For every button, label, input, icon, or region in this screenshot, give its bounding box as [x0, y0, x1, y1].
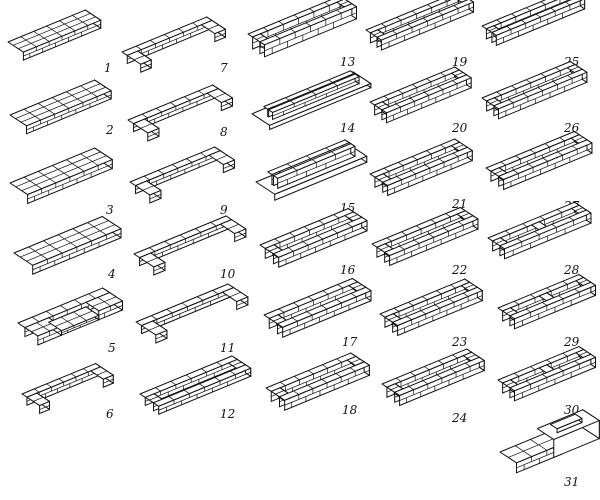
figure-20: 20	[369, 66, 472, 135]
figure-23: 23	[379, 278, 483, 349]
figure-label: 6	[106, 407, 114, 421]
figure-label: 22	[451, 263, 467, 277]
figure-label: 9	[220, 203, 228, 217]
figure-label: 31	[564, 475, 579, 489]
figure-label: 26	[563, 121, 580, 135]
figure-label: 18	[342, 403, 358, 417]
figure-label: 5	[108, 341, 116, 355]
figure-30: 30	[497, 345, 596, 417]
figure-label: 3	[106, 203, 114, 217]
figure-21: 21	[369, 138, 473, 211]
figure-label: 14	[340, 121, 355, 135]
figure-22: 22	[371, 206, 479, 277]
figure-label: 28	[563, 263, 580, 277]
figure-12: 12	[139, 355, 252, 421]
figure-25: 25	[481, 0, 586, 69]
figure-31: 31	[499, 408, 600, 489]
figure-label: 29	[563, 335, 580, 349]
figure-13: 13	[247, 0, 357, 69]
figure-label: 12	[220, 407, 235, 421]
figure-label: 7	[220, 61, 228, 75]
figure-14: 14	[251, 69, 372, 135]
figure-label: 23	[451, 335, 468, 349]
figure-label: 10	[220, 267, 236, 281]
figure-label: 13	[340, 55, 356, 69]
figure-label: 8	[220, 125, 228, 139]
figure-8: 8	[127, 84, 233, 142]
figure-label: 1	[104, 61, 112, 75]
figure-1: 1	[7, 9, 112, 75]
figure-label: 24	[451, 411, 467, 425]
figure-label: 11	[220, 341, 235, 355]
figure-label: 16	[340, 263, 356, 277]
figure-label: 21	[451, 197, 467, 211]
figure-24: 24	[381, 348, 485, 425]
figure-label: 2	[105, 123, 114, 137]
figure-2: 2	[9, 79, 114, 137]
figure-5: 5	[17, 287, 123, 355]
figure-label: 19	[452, 55, 468, 69]
figure-label: 4	[107, 267, 116, 281]
figure-10: 10	[133, 215, 247, 281]
figure-26: 26	[481, 60, 588, 135]
figure-9: 9	[129, 146, 235, 217]
figure-label: 17	[342, 335, 358, 349]
figure-28: 28	[487, 201, 592, 277]
figure-27: 27	[485, 130, 593, 213]
figure-label: 20	[451, 121, 468, 135]
figure-29: 29	[497, 273, 596, 349]
figure-11: 11	[135, 283, 249, 355]
figure-4: 4	[13, 215, 122, 281]
figure-16: 16	[259, 207, 368, 277]
figure-7: 7	[121, 16, 228, 75]
figure-15: 15	[255, 138, 368, 215]
figure-17: 17	[263, 277, 372, 349]
figure-18: 18	[265, 352, 370, 417]
figure-3: 3	[9, 147, 114, 217]
figure-6: 6	[21, 362, 114, 421]
figure-19: 19	[365, 0, 474, 69]
